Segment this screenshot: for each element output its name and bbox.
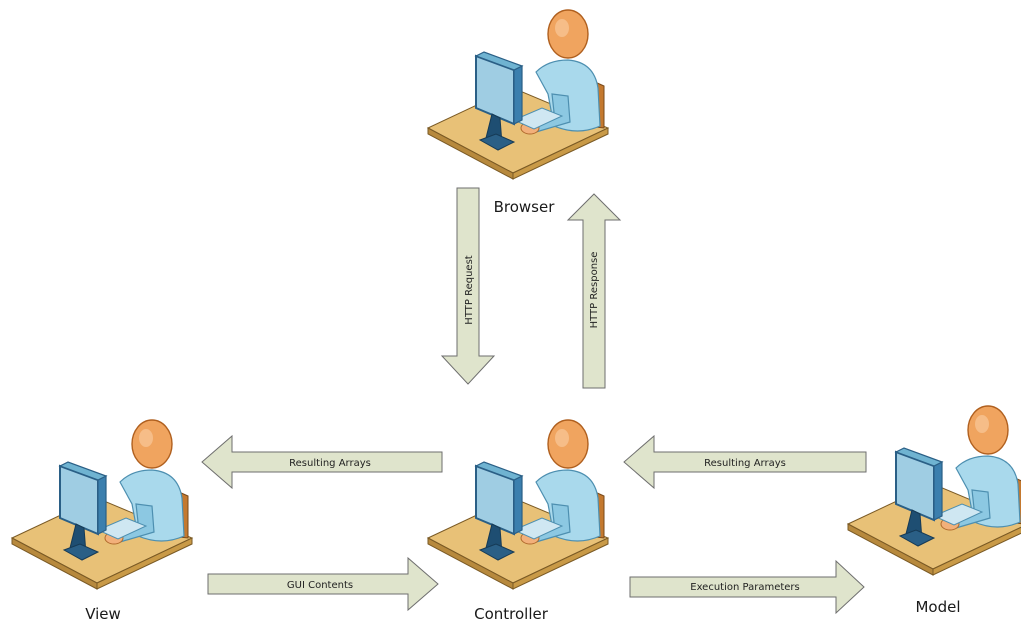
view-workstation-icon bbox=[11, 419, 193, 590]
view-label: View bbox=[85, 605, 121, 623]
view-resulting-arrays-arrow bbox=[201, 434, 443, 490]
controller-workstation-icon bbox=[427, 419, 609, 590]
browser-label: Browser bbox=[494, 198, 556, 216]
http-response-arrow bbox=[566, 193, 622, 389]
execution-parameters-arrow bbox=[629, 559, 865, 615]
model-resulting-arrays-label: Resulting Arrays bbox=[704, 458, 786, 469]
http-request-label: HTTP Request bbox=[464, 255, 475, 324]
controller-label: Controller bbox=[474, 605, 549, 623]
gui-contents-label: GUI Contents bbox=[287, 580, 353, 591]
browser-workstation-icon bbox=[427, 9, 609, 180]
model-label: Model bbox=[915, 598, 960, 616]
gui-contents-arrow bbox=[207, 556, 439, 612]
view-resulting-arrays-label: Resulting Arrays bbox=[289, 458, 371, 469]
execution-parameters-label: Execution Parameters bbox=[690, 582, 800, 593]
http-request-arrow bbox=[440, 187, 496, 385]
model-resulting-arrays-arrow bbox=[623, 434, 867, 490]
model-workstation-icon bbox=[847, 405, 1021, 576]
http-response-label: HTTP Response bbox=[589, 252, 600, 329]
